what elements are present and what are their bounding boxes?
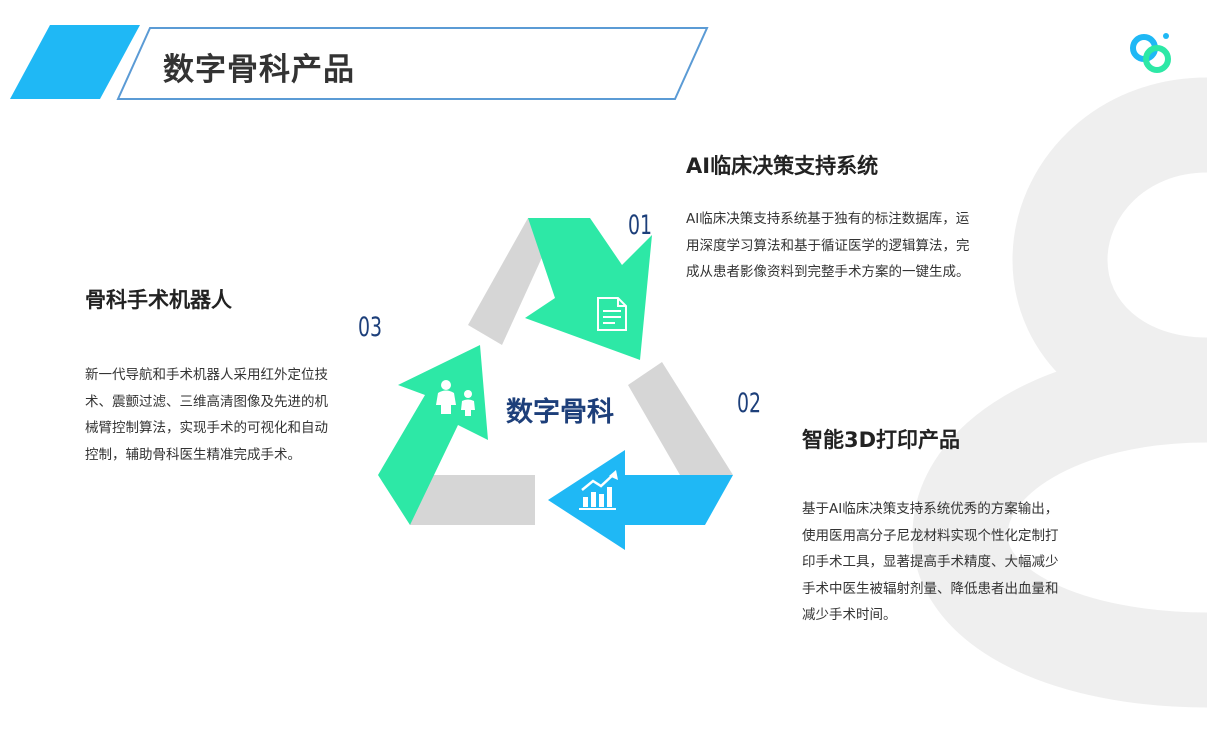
- section-number-02: 02: [737, 388, 762, 419]
- cycle-diagram: [378, 218, 733, 550]
- section-body-3d: 基于AI临床决策支持系统优秀的方案输出，使用医用高分子尼龙材料实现个性化定制打印…: [802, 501, 1059, 623]
- center-label: 数字骨科: [506, 397, 614, 428]
- growth-chart-icon: [579, 470, 618, 510]
- header-accent-shape: [10, 25, 140, 99]
- watermark-logo: [912, 77, 1207, 708]
- gray-segment-bottom: [410, 475, 535, 525]
- section-number-01: 01: [628, 210, 653, 241]
- document-icon: [597, 297, 627, 331]
- arrow-bottom-blue: [548, 450, 733, 550]
- section-title-3d: 智能3D打印产品: [802, 428, 961, 452]
- section-body-robot: 新一代导航和手术机器人采用红外定位技术、震颤过滤、三维高清图像及先进的机械臂控制…: [85, 367, 328, 463]
- gray-segment-right: [628, 362, 733, 475]
- section-title-robot: 骨科手术机器人: [85, 288, 232, 312]
- arrow-top-green: [525, 218, 652, 360]
- section-title-ai: AI临床决策支持系统: [686, 154, 879, 178]
- header-banner: [116, 27, 709, 100]
- section-body-ai: AI临床决策支持系统基于独有的标注数据库，运用深度学习算法和基于循证医学的逻辑算…: [686, 211, 970, 280]
- arrow-left-green: [378, 345, 488, 525]
- brand-logo: [1130, 33, 1171, 73]
- gray-segment-top: [468, 218, 560, 345]
- family-icon: [436, 380, 475, 416]
- section-number-03: 03: [358, 312, 383, 343]
- gray-segments: [410, 218, 733, 525]
- page-title: 数字骨科产品: [163, 52, 355, 88]
